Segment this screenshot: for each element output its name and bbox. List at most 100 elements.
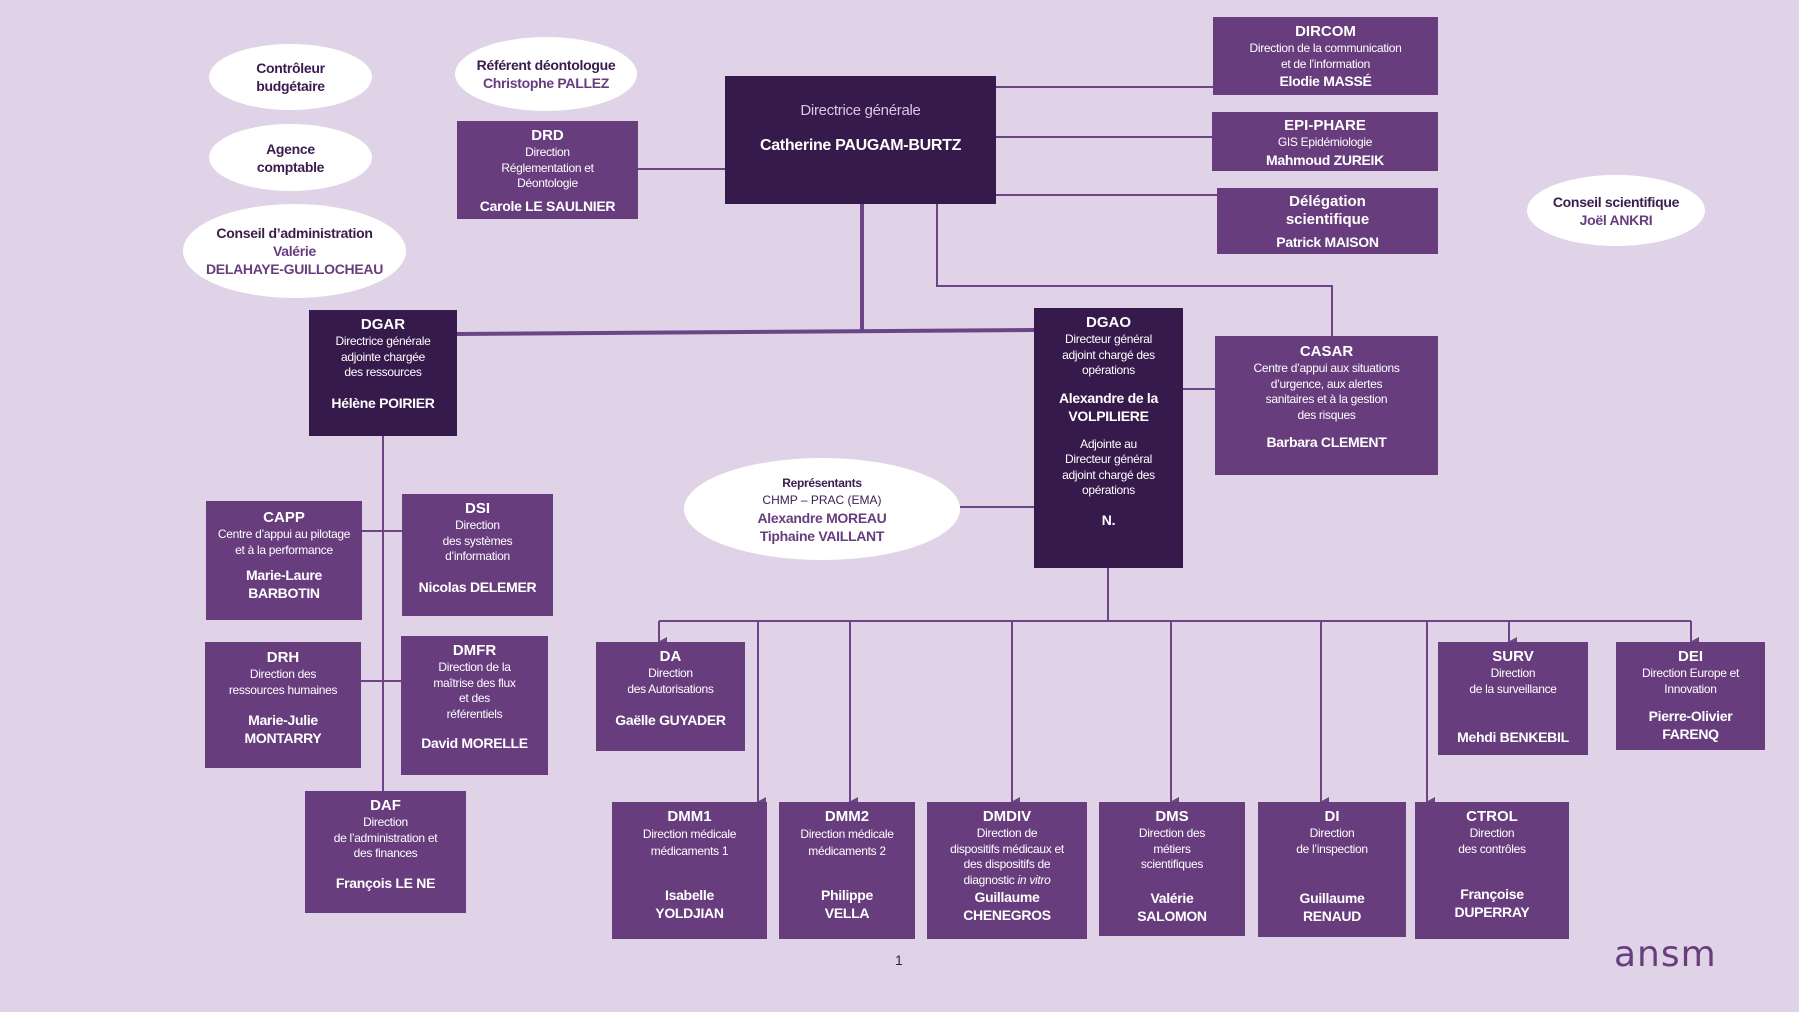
box-desc: GIS Epidémiologie — [1277, 135, 1373, 149]
ellipse-title: Référent déontologue — [476, 57, 616, 73]
box-person: Valérie SALOMON — [1137, 889, 1207, 924]
ellipse-referent-deontologue: Référent déontologue Christophe PALLEZ — [455, 37, 637, 111]
box-abbr: DI — [1324, 808, 1340, 825]
box-dgao: DGAO Directeur général adjoint chargé de… — [1034, 308, 1183, 568]
box-dmfr: DMFR Direction de la maîtrise des flux e… — [401, 636, 548, 775]
box-daf: DAF Direction de l’administration et des… — [305, 791, 466, 913]
box-dms: DMS Direction des métiers scientifiques … — [1099, 802, 1245, 936]
box-abbr: DMFR — [452, 642, 497, 659]
box-dmm1: DMM1 Direction médicale médicaments 1 Is… — [612, 802, 767, 939]
ellipse-person: Joël ANKRI — [1579, 211, 1653, 228]
box-abbr: DAF — [370, 797, 401, 814]
box-desc: Direction Europe et Innovation — [1641, 666, 1740, 696]
box-abbr: DA — [659, 648, 682, 665]
box-person: Gaëlle GUYADER — [615, 712, 726, 728]
box-person: Hélène POIRIER — [331, 394, 435, 411]
box-desc: Direction de l’inspection — [1296, 826, 1368, 856]
box-abbr: CASAR — [1299, 343, 1354, 360]
box-abbr: DMM1 — [667, 808, 712, 825]
box-drd: DRD Direction Réglementation et Déontolo… — [457, 121, 638, 219]
box-da: DA Direction des Autorisations Gaëlle GU… — [596, 642, 745, 751]
ellipse-title: Contrôleur budgétaire — [256, 60, 325, 94]
box-desc: Direction des Autorisations — [627, 666, 714, 696]
box-casar: CASAR Centre d’appui aux situations d’ur… — [1215, 336, 1438, 475]
page-number: 1 — [895, 952, 903, 968]
box-person: Guillaume CHENEGROS — [963, 889, 1051, 923]
box-ctrol: CTROL Direction des contrôles Françoise … — [1415, 802, 1569, 939]
box-abbr: CTROL — [1466, 808, 1518, 825]
box-desc: Direction des métiers scientifiques — [1138, 826, 1206, 871]
box-desc: Directrice générale adjointe chargée des… — [335, 334, 431, 379]
ellipse-person: Valérie DELAHAYE-GUILLOCHEAU — [205, 243, 384, 277]
box-desc: Direction médicale médicaments 2 — [800, 827, 894, 858]
box-desc: Directeur général adjoint chargé des opé… — [1062, 332, 1155, 377]
box-abbr: DGAO — [1086, 314, 1131, 331]
box-person: Isabelle YOLDJIAN — [655, 887, 724, 921]
box-person: Marie-Julie MONTARRY — [244, 712, 322, 746]
box-abbr: DGAR — [360, 316, 406, 333]
box-person-adjointe: N. — [1101, 511, 1116, 528]
box-dei: DEI Direction Europe et Innovation Pierr… — [1616, 642, 1765, 750]
ellipse-subtitle: CHMP – PRAC (EMA) — [762, 492, 882, 507]
box-dgar: DGAR Directrice générale adjointe chargé… — [309, 310, 457, 436]
box-drh: DRH Direction des ressources humaines Ma… — [205, 642, 361, 768]
box-person: Barbara CLEMENT — [1266, 434, 1387, 450]
ansm-logo: ansm — [1614, 934, 1717, 975]
box-desc-text: Direction de dispositifs médicaux et des… — [950, 826, 1064, 887]
box-person: Carole LE SAULNIER — [479, 197, 616, 214]
box-person: Alexandre de la VOLPILIERE — [1059, 389, 1158, 424]
box-desc: Direction des contrôles — [1458, 826, 1526, 856]
box-desc: Direction de dispositifs médicaux et des… — [950, 826, 1064, 888]
box-abbr: DIRCOM — [1295, 23, 1356, 40]
ellipse-representants: Représentants CHMP – PRAC (EMA) Alexandr… — [684, 458, 960, 560]
box-surv: SURV Direction de la surveillance Mehdi … — [1438, 642, 1588, 755]
ellipse-conseil-scientifique: Conseil scientifique Joël ANKRI — [1527, 175, 1705, 246]
box-abbr: DMDIV — [982, 808, 1032, 825]
box-person: Mehdi BENKEBIL — [1457, 729, 1569, 745]
box-dsi: DSI Direction des systèmes d’information… — [402, 494, 553, 616]
line-dgar-dgao — [456, 328, 1035, 336]
box-person: David MORELLE — [421, 735, 528, 751]
box-person: Catherine PAUGAM-BURTZ — [759, 136, 962, 154]
box-desc: Direction Réglementation et Déontologie — [501, 145, 594, 190]
box-desc: Direction de la communication et de l’in… — [1249, 41, 1402, 71]
box-person: Mahmoud ZUREIK — [1266, 151, 1384, 168]
box-abbr: CAPP — [263, 509, 305, 526]
box-desc: Centre d’appui aux situations d’urgence,… — [1253, 361, 1400, 422]
box-person: Philippe VELLA — [820, 887, 874, 921]
ellipse-agence-comptable: Agence comptable — [209, 124, 372, 191]
box-abbr: SURV — [1492, 648, 1534, 665]
box-desc-italic: in vitro — [1017, 872, 1051, 887]
box-person: Marie-Laure BARBOTIN — [245, 567, 323, 601]
box-dmdiv: DMDIV Direction de dispositifs médicaux … — [927, 802, 1087, 939]
box-desc: Direction de l’administration et des fin… — [333, 815, 438, 860]
box-abbr: Délégation scientifique — [1285, 193, 1370, 228]
box-abbr: DMM2 — [824, 808, 870, 825]
box-person: Guillaume RENAUD — [1299, 890, 1365, 924]
box-di: DI Direction de l’inspection Guillaume R… — [1258, 802, 1406, 937]
ellipse-title: Conseil scientifique — [1552, 193, 1680, 210]
ellipse-title: Conseil d’administration — [216, 225, 373, 241]
ellipse-title: Représentants — [782, 475, 862, 490]
box-capp: CAPP Centre d’appui au pilotage et à la … — [206, 501, 362, 620]
box-desc: Direction de la maîtrise des flux et des… — [433, 660, 516, 721]
box-person: Elodie MASSÉ — [1279, 73, 1372, 89]
box-person: Pierre-Olivier FARENQ — [1648, 708, 1733, 742]
box-person: François LE NE — [335, 874, 436, 891]
box-dircom: DIRCOM Direction de la communication et … — [1213, 17, 1438, 95]
line-dg-casar — [936, 204, 1333, 336]
box-directrice-generale: Directrice générale Catherine PAUGAM-BUR… — [725, 76, 996, 204]
box-person: Nicolas DELEMER — [418, 578, 537, 595]
box-desc: Directrice générale — [800, 102, 921, 119]
ellipse-person: Christophe PALLEZ — [482, 75, 610, 91]
box-desc: Direction des systèmes d’information — [442, 518, 513, 563]
box-desc: Direction médicale médicaments 1 — [642, 827, 737, 858]
box-person: Patrick MAISON — [1276, 234, 1379, 250]
box-abbr: DMS — [1155, 808, 1189, 825]
box-abbr: DRD — [531, 127, 564, 144]
ellipse-title: Agence comptable — [256, 140, 325, 175]
ellipse-conseil-administration: Conseil d’administration Valérie DELAHAY… — [183, 204, 406, 298]
box-desc: Direction des ressources humaines — [228, 667, 338, 697]
ellipse-person: Alexandre MOREAU Tiphaine VAILLANT — [757, 509, 887, 544]
